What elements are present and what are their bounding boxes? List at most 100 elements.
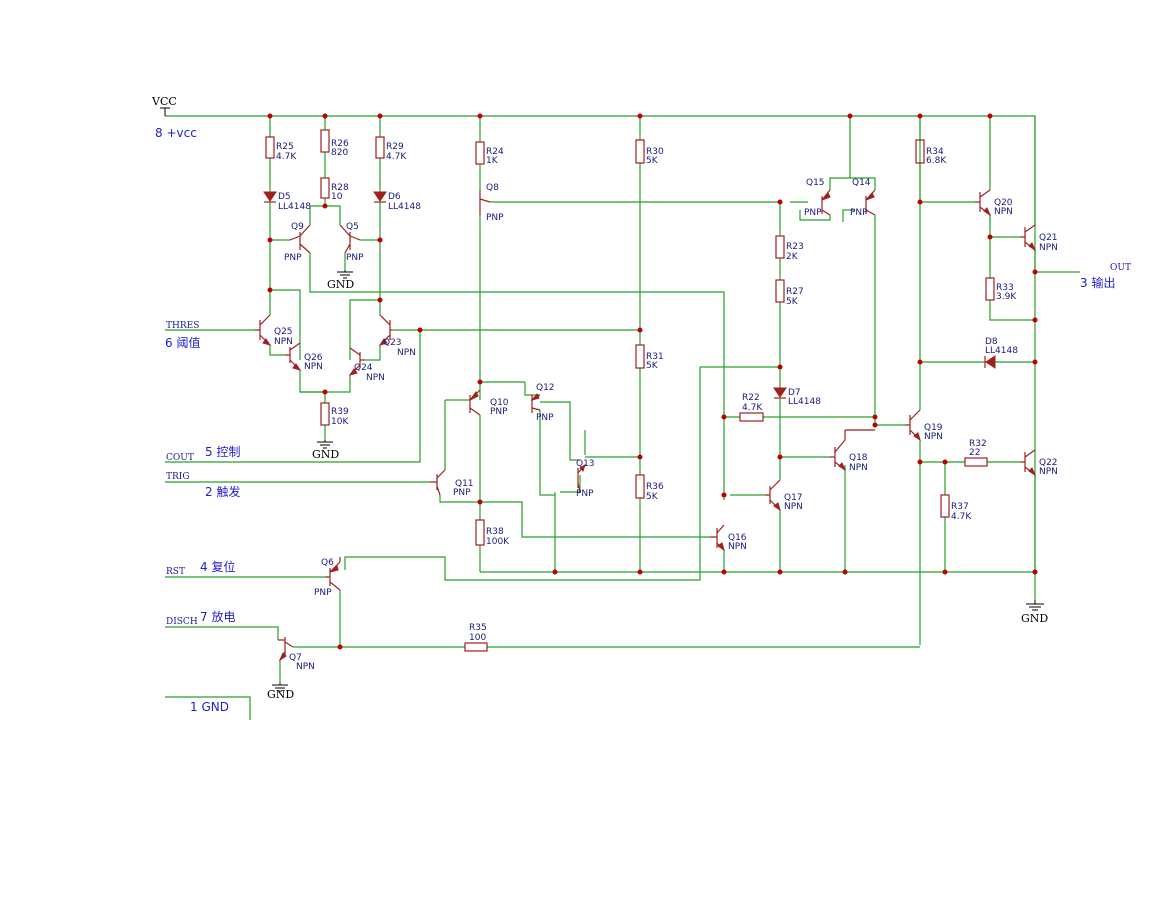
junctions: [267, 113, 1038, 650]
svg-text:100: 100: [469, 633, 486, 643]
svg-text:Q12: Q12: [536, 383, 555, 393]
transistor-q25: Q25 NPN: [255, 314, 293, 347]
transistor-q19: Q19 NPN: [905, 409, 943, 442]
svg-text:D7: D7: [788, 388, 801, 398]
svg-text:NPN: NPN: [994, 207, 1013, 217]
resistor-r35: [464, 642, 488, 652]
pin-labels: 8 +vcc 6 阈值 5 控制 2 触发 4 复位 7 放电 1 GND 3 …: [155, 126, 1115, 714]
svg-text:NPN: NPN: [728, 542, 747, 552]
svg-text:10: 10: [331, 192, 343, 202]
net-out: OUT: [1110, 263, 1131, 273]
transistor-q16: Q16 NPN: [710, 524, 747, 552]
svg-text:Q21: Q21: [1039, 233, 1058, 243]
net-trig: TRIG: [166, 472, 190, 482]
transistor-q8: Q8 PNP: [479, 183, 504, 223]
transistor-q23: Q23 NPN: [378, 314, 416, 358]
svg-text:Q26: Q26: [304, 353, 323, 363]
svg-text:Q7: Q7: [289, 653, 302, 663]
svg-text:R34: R34: [926, 147, 944, 157]
svg-text:5K: 5K: [646, 156, 659, 166]
transistor-q24: Q24 NPN: [348, 347, 385, 383]
svg-text:NPN: NPN: [296, 662, 315, 672]
svg-text:PNP: PNP: [284, 253, 302, 263]
resistor-r26: [320, 129, 330, 153]
svg-text:D8: D8: [985, 337, 998, 347]
transistor-q14: Q14 PNP: [850, 178, 876, 218]
svg-text:Q23: Q23: [383, 338, 402, 348]
svg-text:4.7K: 4.7K: [386, 152, 407, 162]
resistor-r25: [265, 136, 275, 159]
transistor-q21: Q21 NPN: [1020, 224, 1058, 253]
svg-text:R24: R24: [486, 147, 504, 157]
transistor-q12: Q12 PNP: [530, 383, 555, 423]
svg-text:D6: D6: [388, 192, 401, 202]
diode-d8: [985, 355, 996, 369]
diode-d6: [373, 191, 387, 202]
transistor-q10: Q10 PNP: [469, 389, 509, 417]
svg-text:PNP: PNP: [576, 489, 594, 499]
pin-label-out: 3 输出: [1080, 275, 1115, 290]
svg-text:3.9K: 3.9K: [996, 292, 1017, 302]
resistor-r27: [775, 279, 785, 303]
svg-text:PNP: PNP: [486, 213, 504, 223]
svg-text:4.7K: 4.7K: [951, 512, 972, 522]
svg-text:R23: R23: [786, 242, 804, 252]
svg-text:NPN: NPN: [274, 337, 293, 347]
svg-text:LL4148: LL4148: [388, 202, 421, 212]
svg-text:R30: R30: [646, 147, 664, 157]
resistor-r37: [940, 494, 950, 518]
svg-text:Q9: Q9: [291, 222, 304, 232]
resistors: R25 4.7K R26 820 R28 10 R29 4.7K R24 1K …: [265, 129, 1017, 652]
vcc-label: VCC: [151, 95, 177, 108]
svg-text:4.7K: 4.7K: [276, 152, 297, 162]
transistor-q7: Q7 NPN: [278, 637, 315, 672]
svg-text:D5: D5: [278, 192, 291, 202]
svg-text:Q11: Q11: [455, 479, 474, 489]
resistor-r30: [635, 139, 645, 164]
svg-text:NPN: NPN: [784, 502, 803, 512]
gnd-label-q7: GND: [267, 688, 294, 701]
wires: [165, 115, 1080, 720]
transistor-q15: Q15 PNP: [804, 178, 831, 218]
transistor-q26: Q26 NPN: [285, 342, 323, 372]
transistor-q9: Q9 PNP: [284, 222, 311, 263]
resistor-r39: [320, 402, 330, 426]
pin-label-reset: 4 复位: [200, 559, 235, 574]
svg-text:PNP: PNP: [314, 588, 332, 598]
svg-text:NPN: NPN: [1039, 467, 1058, 477]
svg-text:22: 22: [969, 448, 980, 458]
svg-text:NPN: NPN: [1039, 243, 1058, 253]
pin-label-disch: 7 放电: [200, 609, 235, 624]
net-disch: DISCH: [166, 617, 198, 627]
svg-text:R33: R33: [996, 283, 1014, 293]
svg-text:PNP: PNP: [804, 208, 822, 218]
svg-text:5K: 5K: [786, 297, 799, 307]
svg-text:Q19: Q19: [924, 423, 943, 433]
svg-text:NPN: NPN: [366, 373, 385, 383]
pin-label-trig: 2 触发: [205, 484, 240, 499]
svg-text:R26: R26: [331, 139, 349, 149]
gnd-label-q5: GND: [327, 278, 354, 291]
svg-text:Q24: Q24: [354, 363, 373, 373]
transistor-q18: Q18 NPN: [830, 429, 875, 473]
resistor-r29: [375, 136, 385, 159]
transistor-q13: Q13 PNP: [576, 459, 595, 499]
svg-text:PNP: PNP: [346, 253, 364, 263]
svg-text:PNP: PNP: [536, 413, 554, 423]
gnd-label-main: GND: [1021, 612, 1048, 625]
svg-text:Q13: Q13: [576, 459, 595, 469]
svg-text:R27: R27: [786, 287, 804, 297]
svg-text:LL4148: LL4148: [278, 202, 311, 212]
svg-text:PNP: PNP: [453, 488, 471, 498]
gnd-symbols: GND GND GND GND: [267, 270, 1048, 701]
svg-text:Q20: Q20: [994, 198, 1013, 208]
svg-text:100K: 100K: [486, 537, 510, 547]
svg-text:Q16: Q16: [728, 533, 747, 543]
svg-text:R36: R36: [646, 482, 664, 492]
svg-text:Q5: Q5: [346, 222, 359, 232]
svg-text:R25: R25: [276, 142, 294, 152]
svg-text:NPN: NPN: [849, 463, 868, 473]
svg-text:PNP: PNP: [490, 407, 508, 417]
transistors: Q8 PNP Q9 PNP Q5 PNP Q25 NPN Q26 NPN: [255, 178, 1058, 672]
